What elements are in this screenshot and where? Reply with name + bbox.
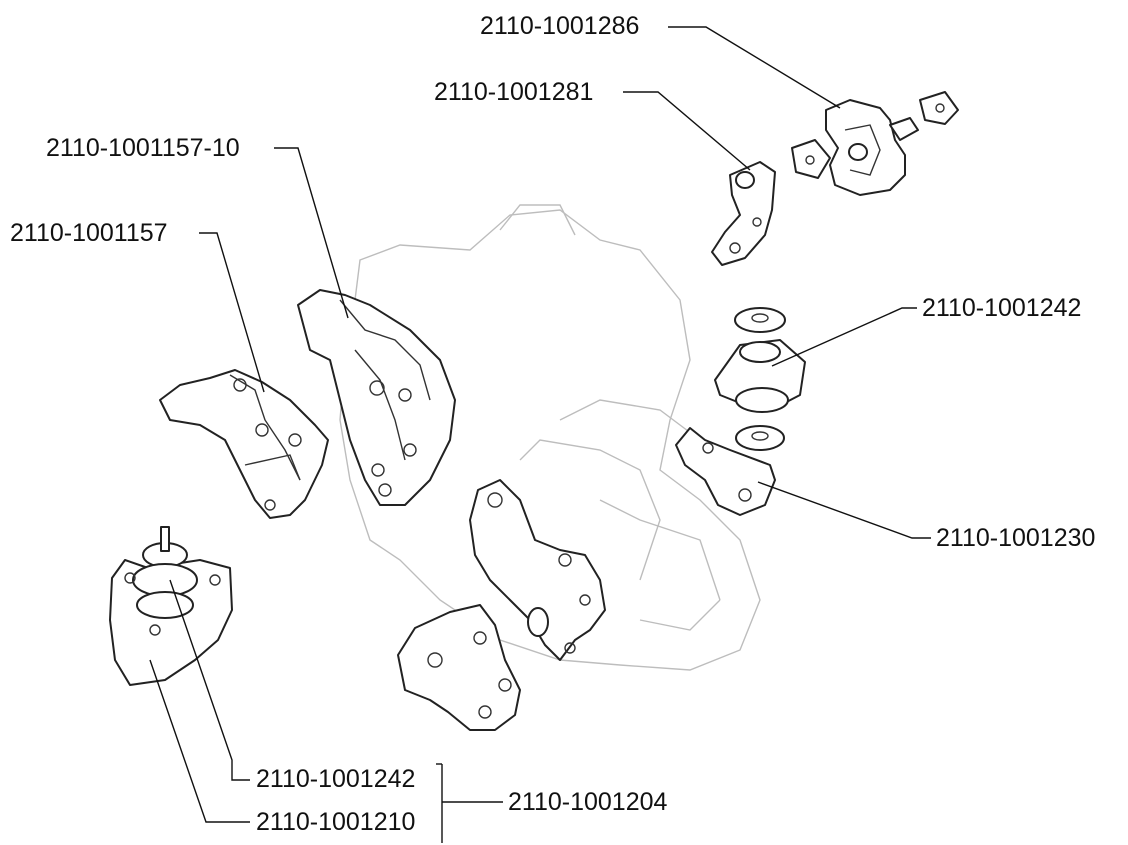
bracket-left-upper [297, 289, 456, 506]
engine-outline [339, 204, 761, 671]
label-assembly-left: 2110-1001204 [508, 788, 668, 816]
bracket-lower-center [397, 604, 521, 731]
bracket-right [675, 427, 776, 516]
label-bracket-left-upper: 2110-1001157-10 [46, 134, 240, 162]
label-bracket-right: 2110-1001230 [936, 524, 1096, 552]
label-mount-top-right: 2110-1001286 [480, 12, 640, 40]
label-bracket-left: 2110-1001157 [10, 219, 168, 247]
label-cushion-left: 2110-1001242 [256, 765, 416, 793]
bracket-center [469, 479, 606, 661]
bracket-left [159, 369, 329, 519]
mount-top-right [791, 91, 959, 196]
label-support-left: 2110-1001210 [256, 808, 416, 836]
cushion-right [714, 307, 806, 451]
label-bracket-top: 2110-1001281 [434, 78, 594, 106]
leader-lines [149, 26, 931, 843]
mount-left-assembly [109, 526, 233, 686]
label-cushion-right: 2110-1001242 [922, 294, 1082, 322]
bracket-top [711, 161, 776, 266]
